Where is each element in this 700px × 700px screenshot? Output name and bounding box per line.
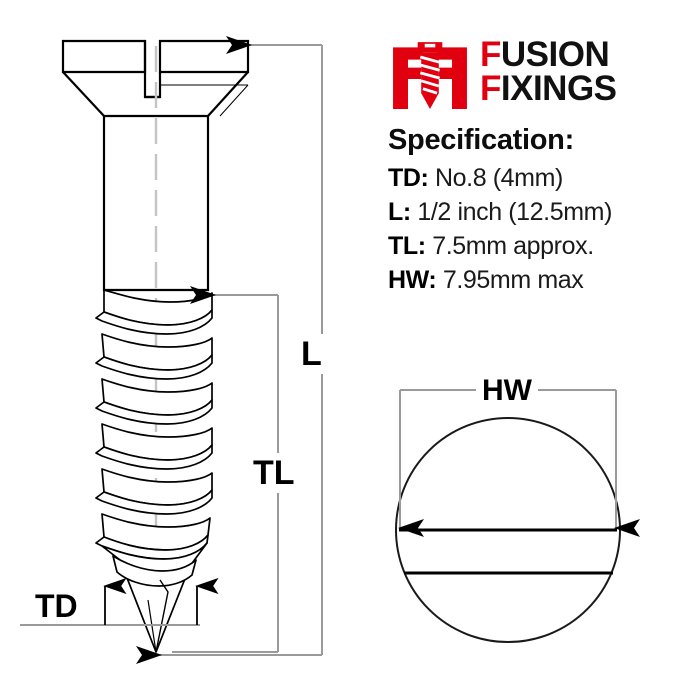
brand-wordmark: FUSION FIXINGS — [480, 35, 617, 108]
brand-line-fixings: FIXINGS — [480, 69, 617, 108]
screw-point — [101, 542, 208, 653]
brand-ixings: IXINGS — [500, 69, 617, 108]
spec-value-l: 1/2 inch (12.5mm) — [417, 198, 613, 226]
spec-value-td: No.8 (4mm) — [435, 164, 563, 192]
spec-row-l: L: 1/2 inch (12.5mm) — [388, 198, 694, 227]
dimension-thread-diameter — [20, 577, 219, 626]
spec-row-td: TD: No.8 (4mm) — [388, 164, 694, 193]
brand-f-initial-1: F — [480, 35, 501, 75]
brand-usion: USION — [500, 35, 610, 75]
dimension-label-thread-diameter: TD — [31, 588, 82, 624]
specification-title: Specification: — [388, 124, 574, 156]
spec-key-td: TD: — [388, 164, 429, 192]
spec-row-hw: HW: 7.95mm max — [388, 266, 694, 295]
spec-value-hw: 7.95mm max — [442, 266, 584, 294]
brand-f-initial-2: F — [480, 69, 501, 108]
brand-line-fusion: FUSION — [480, 35, 617, 75]
dimension-label-thread-length: TL — [249, 453, 299, 493]
screw-side-view — [61, 39, 250, 653]
specification-block: Specification: TD: No.8 (4mm) L: 1/2 inc… — [388, 124, 694, 300]
brand-logo: FUSION FIXINGS — [386, 26, 686, 118]
spec-row-tl: TL: 7.5mm approx. — [388, 232, 694, 261]
screw-thread — [95, 289, 213, 560]
screw-head-top-view — [395, 417, 621, 643]
dimension-label-overall-length: L — [296, 334, 327, 374]
spec-key-hw: HW: — [388, 266, 437, 294]
spec-value-tl: 7.5mm approx. — [432, 232, 594, 260]
spec-key-tl: TL: — [388, 232, 426, 260]
spec-key-l: L: — [388, 198, 411, 226]
dimension-label-head-width: HW — [476, 375, 538, 407]
fusion-fixings-logo-mark — [393, 42, 467, 109]
